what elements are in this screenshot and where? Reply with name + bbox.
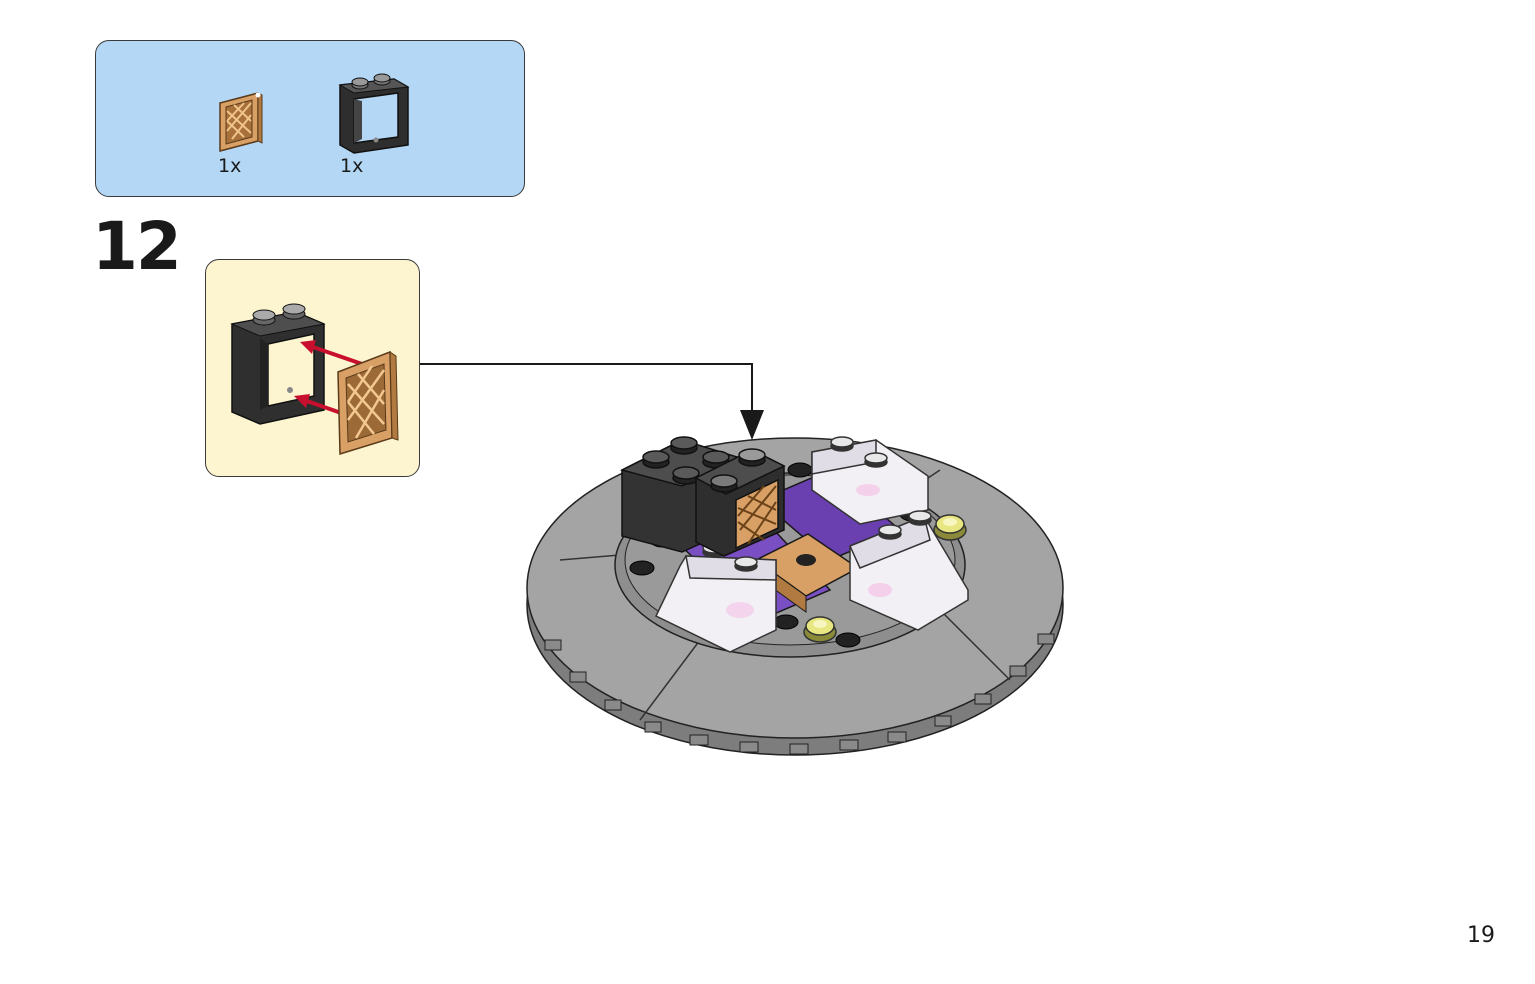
part-quantity: 1x <box>340 155 364 177</box>
part-quantity: 1x <box>218 155 242 177</box>
clear-slope-brick <box>655 542 777 653</box>
parts-list-panel: 1x 1x <box>95 40 525 197</box>
page-number: 19 <box>1467 923 1495 948</box>
subassembly-illustration <box>230 303 399 456</box>
tan-lattice-panel-icon <box>214 89 266 155</box>
subassembly-callout <box>205 259 420 477</box>
clear-slope-brick <box>811 436 929 525</box>
placement-arrow-icon <box>740 410 764 440</box>
clear-slope-brick <box>848 510 969 631</box>
step-number: 12 <box>92 208 182 285</box>
black-window-frame-icon <box>336 65 412 155</box>
window-frame-with-lattice <box>694 448 786 557</box>
